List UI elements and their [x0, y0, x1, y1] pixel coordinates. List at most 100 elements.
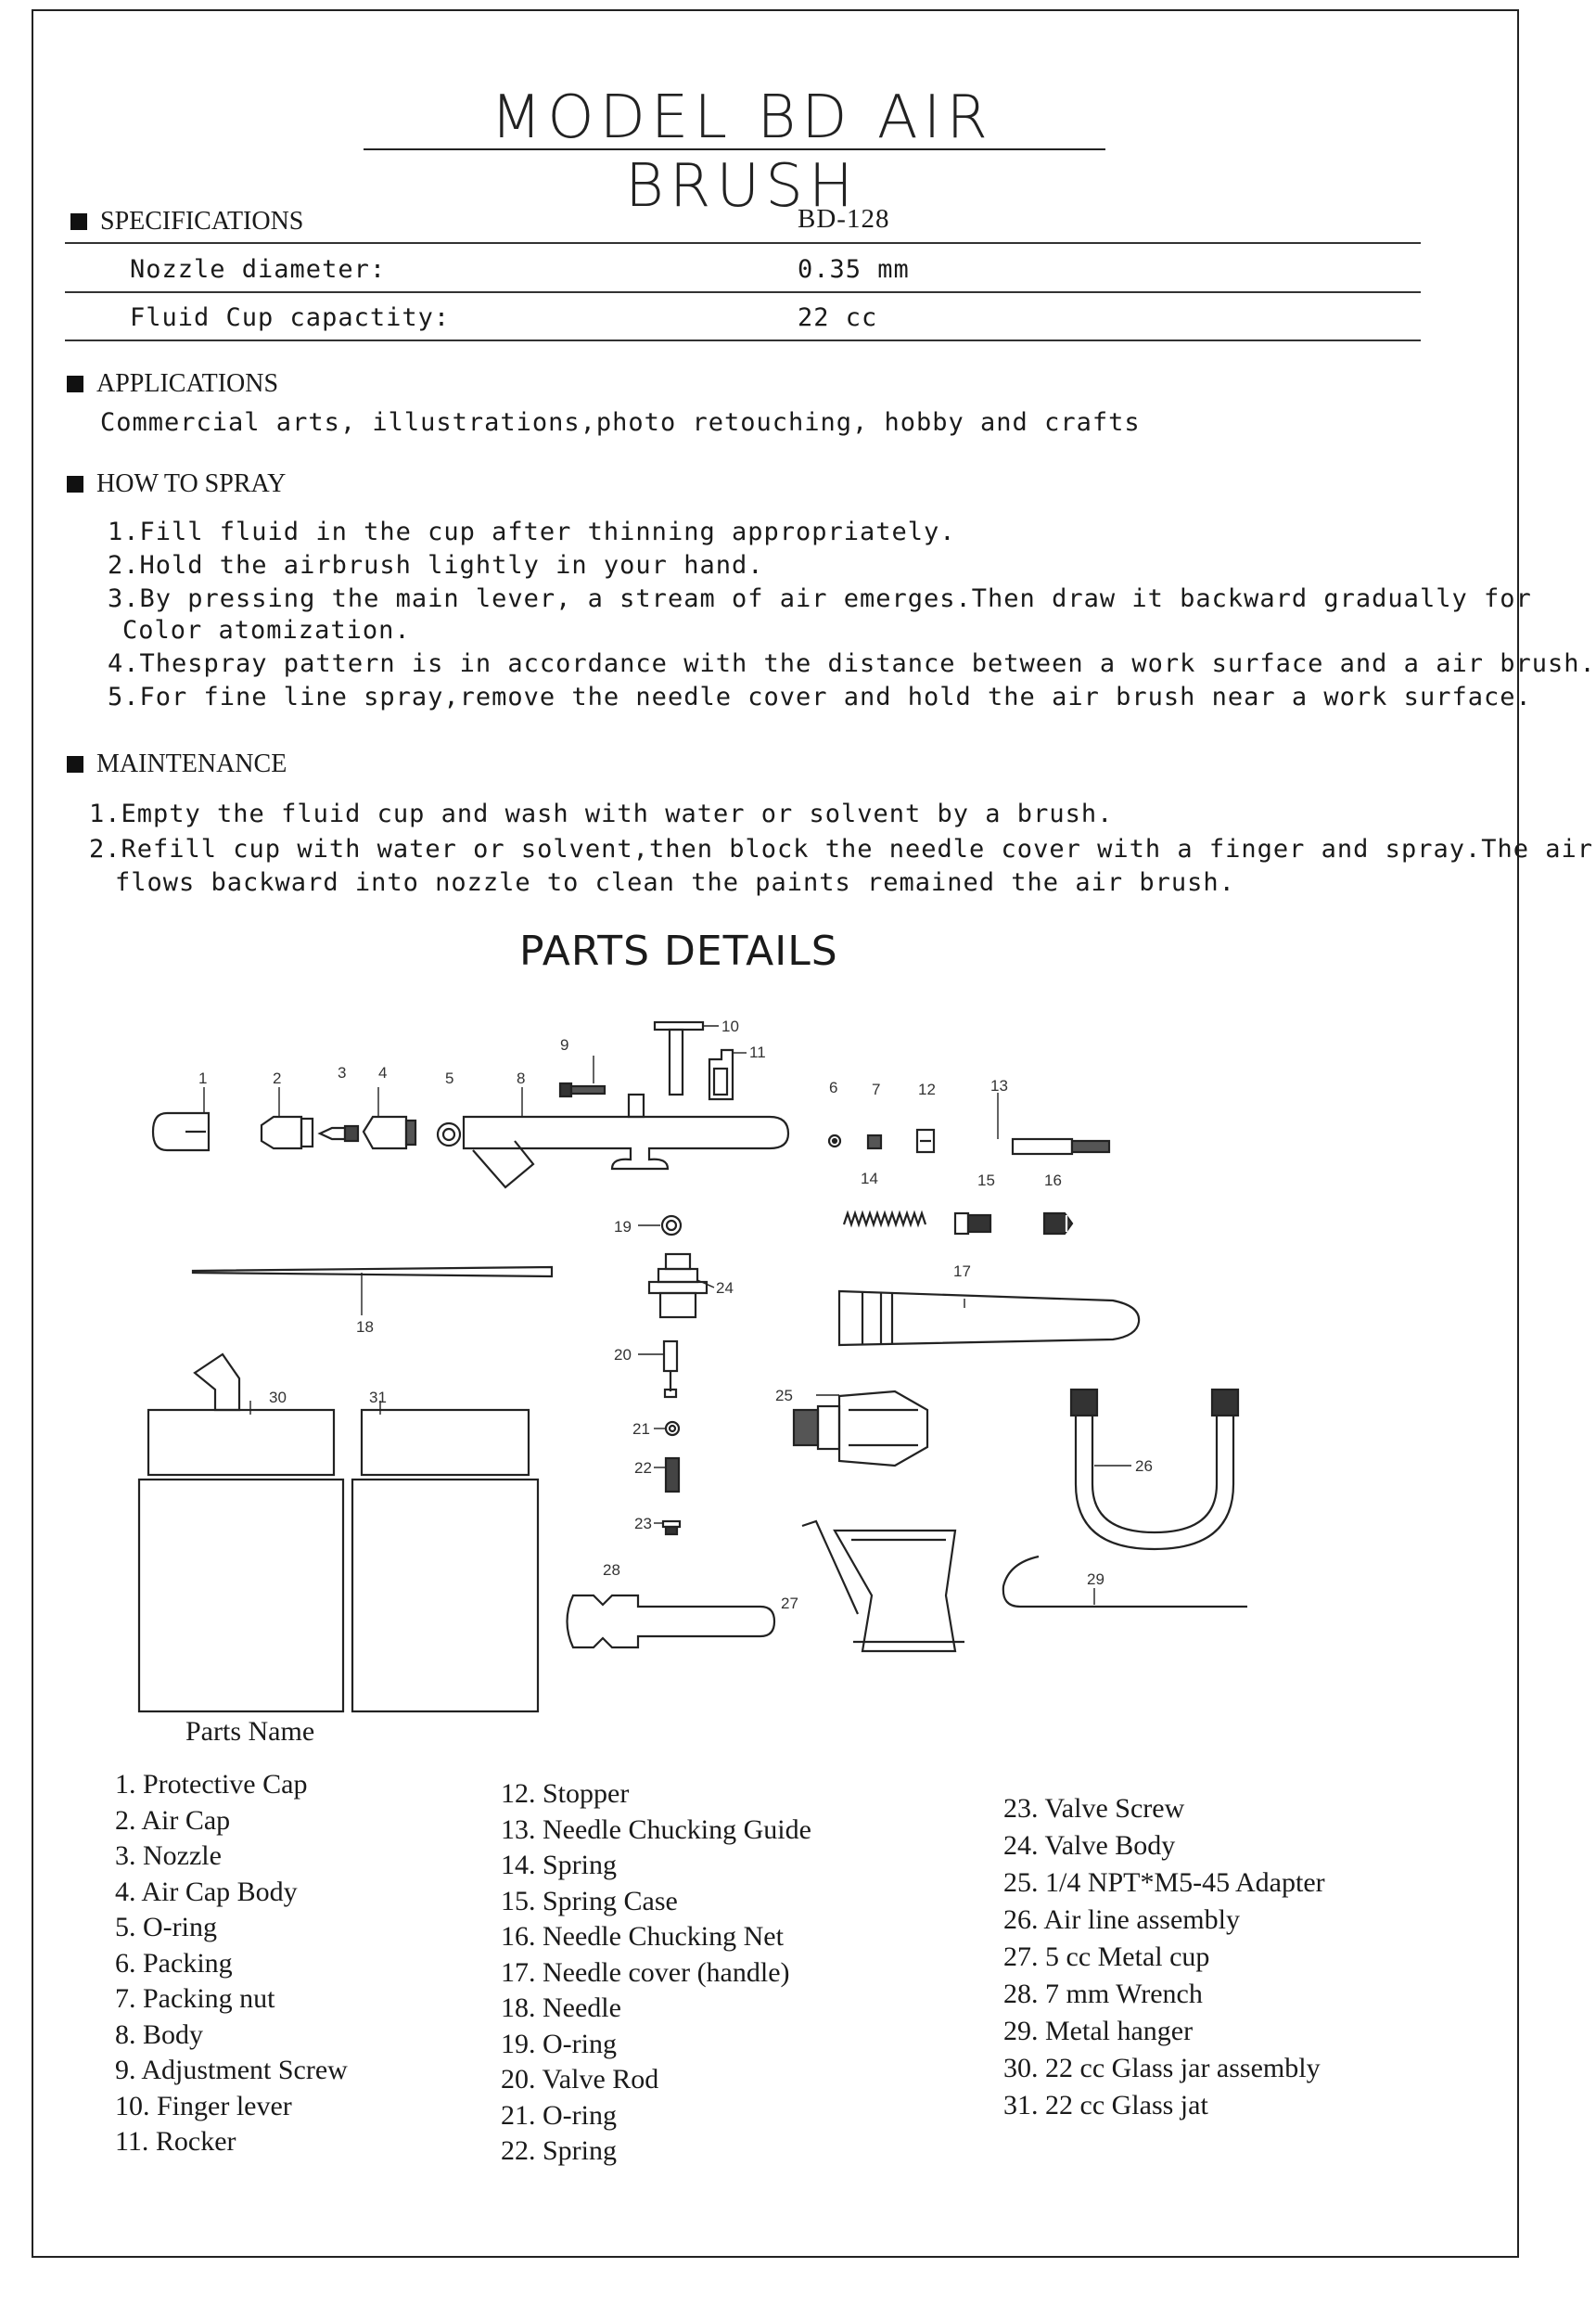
airbrush-body-drawing [462, 1093, 790, 1189]
callout-3: 3 [338, 1064, 346, 1082]
parts-list-item: 15. Spring Case [501, 1885, 678, 1916]
glass-jar-drawing [351, 1408, 540, 1713]
callout-25: 25 [775, 1387, 793, 1404]
parts-list-item: 25. 1/4 NPT*M5-45 Adapter [1003, 1867, 1325, 1898]
spray-step: 3.By pressing the main lever, a stream o… [108, 584, 1532, 613]
air-cap-drawing [260, 1115, 314, 1150]
callout-23: 23 [634, 1515, 652, 1532]
spec-label: Nozzle diameter: [130, 255, 387, 284]
adapter-drawing [792, 1390, 929, 1467]
parts-list-item: 16. Needle Chucking Net [501, 1921, 784, 1952]
callout-18: 18 [356, 1318, 374, 1336]
spring-drawing [664, 1456, 681, 1493]
bullet-square-icon [70, 213, 87, 230]
spec-value: 22 cc [798, 303, 878, 332]
parts-list-item: 13. Needle Chucking Guide [501, 1813, 811, 1845]
applications-text: Commercial arts, illustrations,photo ret… [100, 408, 1141, 437]
parts-list-item: 5. O-ring [115, 1912, 217, 1942]
callout-6: 6 [829, 1079, 837, 1096]
callout-2: 2 [273, 1070, 281, 1087]
callout-17: 17 [953, 1262, 971, 1280]
packing-drawing [827, 1134, 842, 1148]
parts-name-heading: Parts Name [185, 1716, 315, 1747]
callout-22: 22 [634, 1459, 652, 1477]
spray-step: 5.For fine line spray,remove the needle … [108, 683, 1532, 711]
spring-drawing [842, 1210, 927, 1228]
parts-list-item: 6. Packing [115, 1947, 233, 1979]
spec-model: BD-128 [798, 204, 890, 234]
parts-list-item: 7. Packing nut [115, 1983, 275, 2014]
metal-hanger-drawing [1002, 1555, 1247, 1608]
parts-list-item: 2. Air Cap [115, 1804, 231, 1836]
parts-list-item: 14. Spring [501, 1850, 618, 1880]
spray-step-continuation: Color atomization. [122, 616, 411, 645]
callout-5: 5 [445, 1070, 453, 1087]
callout-10: 10 [721, 1018, 739, 1035]
leader-lines [203, 1025, 1131, 1605]
callout-30: 30 [269, 1389, 287, 1406]
maintenance-step: 2.Refill cup with water or solvent,then … [89, 835, 1594, 864]
needle-drawing [191, 1265, 554, 1278]
document-border [32, 9, 1519, 2258]
parts-details-heading: PARTS DETAILS [519, 928, 838, 975]
bullet-square-icon [67, 476, 83, 493]
adjustment-screw-drawing [558, 1082, 606, 1098]
callout-14: 14 [861, 1170, 878, 1187]
parts-list-item: 3. Nozzle [115, 1840, 222, 1871]
rocker-drawing [708, 1048, 734, 1101]
callout-12: 12 [918, 1081, 936, 1098]
wrench-drawing [566, 1594, 776, 1649]
parts-list-item: 31. 22 cc Glass jat [1003, 2090, 1208, 2120]
callout-24: 24 [716, 1279, 734, 1297]
spec-row: Nozzle diameter: 0.35 mm [65, 249, 1421, 293]
parts-list-item: 1. Protective Cap [115, 1769, 308, 1800]
bullet-square-icon [67, 756, 83, 773]
o-ring-drawing [436, 1121, 462, 1147]
parts-list-item: 24. Valve Body [1003, 1830, 1176, 1861]
spec-label: Fluid Cup capactity: [130, 303, 451, 332]
applications-heading: APPLICATIONS [67, 369, 278, 399]
maintenance-step-continuation: flows backward into nozzle to clean the … [115, 868, 1235, 897]
spec-value: 0.35 mm [798, 255, 910, 284]
parts-list-item: 26. Air line assembly [1003, 1904, 1240, 1935]
parts-list-item: 11. Rocker [115, 2126, 236, 2157]
spray-step: 4.Thespray pattern is in accordance with… [108, 649, 1596, 678]
nozzle-drawing [317, 1124, 360, 1143]
maintenance-heading: MAINTENANCE [67, 750, 287, 779]
callout-1: 1 [198, 1070, 207, 1087]
spec-header-row: SPECIFICATIONS BD-128 [65, 199, 1421, 244]
o-ring-drawing [660, 1214, 683, 1236]
callout-21: 21 [632, 1420, 650, 1438]
page-title: MODEL BD AIR BRUSH [491, 83, 993, 221]
callout-13: 13 [990, 1077, 1008, 1095]
parts-list-item: 17. Needle cover (handle) [501, 1956, 790, 1988]
callout-19: 19 [614, 1218, 632, 1236]
callout-20: 20 [614, 1346, 632, 1364]
glass-jar-assembly-drawing [137, 1352, 345, 1713]
spec-row: Fluid Cup capactity: 22 cc [65, 297, 1421, 341]
callout-16: 16 [1044, 1172, 1062, 1189]
stopper-drawing [915, 1128, 936, 1154]
spring-case-drawing [953, 1211, 992, 1236]
parts-list-item: 21. O-ring [501, 2099, 617, 2131]
parts-list-item: 29. Metal hanger [1003, 2016, 1194, 2046]
parts-list-item: 19. O-ring [501, 2028, 617, 2059]
needle-chucking-net-drawing [1042, 1211, 1074, 1236]
finger-lever-drawing [653, 1020, 705, 1096]
callout-15: 15 [977, 1172, 995, 1189]
parts-list-item: 30. 22 cc Glass jar assembly [1003, 2053, 1321, 2083]
air-cap-body-drawing [362, 1115, 417, 1150]
valve-body-drawing [647, 1252, 709, 1319]
needle-cover-drawing [837, 1289, 1141, 1347]
parts-list-item: 23. Valve Screw [1003, 1793, 1185, 1824]
callout-9: 9 [560, 1036, 568, 1054]
needle-chucking-guide-drawing [1011, 1137, 1111, 1156]
parts-list-item: 22. Spring [501, 2135, 618, 2166]
valve-rod-drawing [662, 1339, 679, 1399]
bullet-square-icon [67, 376, 83, 392]
o-ring-drawing [664, 1420, 681, 1437]
parts-list-column-1: 1. Protective Cap 2. Air Cap 3. Nozzle 4… [115, 1767, 348, 2160]
callout-27: 27 [781, 1595, 798, 1612]
air-line-assembly-drawing [1069, 1388, 1240, 1551]
exploded-parts-diagram: 1 2 3 4 5 6 7 8 9 10 11 12 13 14 15 16 1… [137, 1018, 1247, 1713]
